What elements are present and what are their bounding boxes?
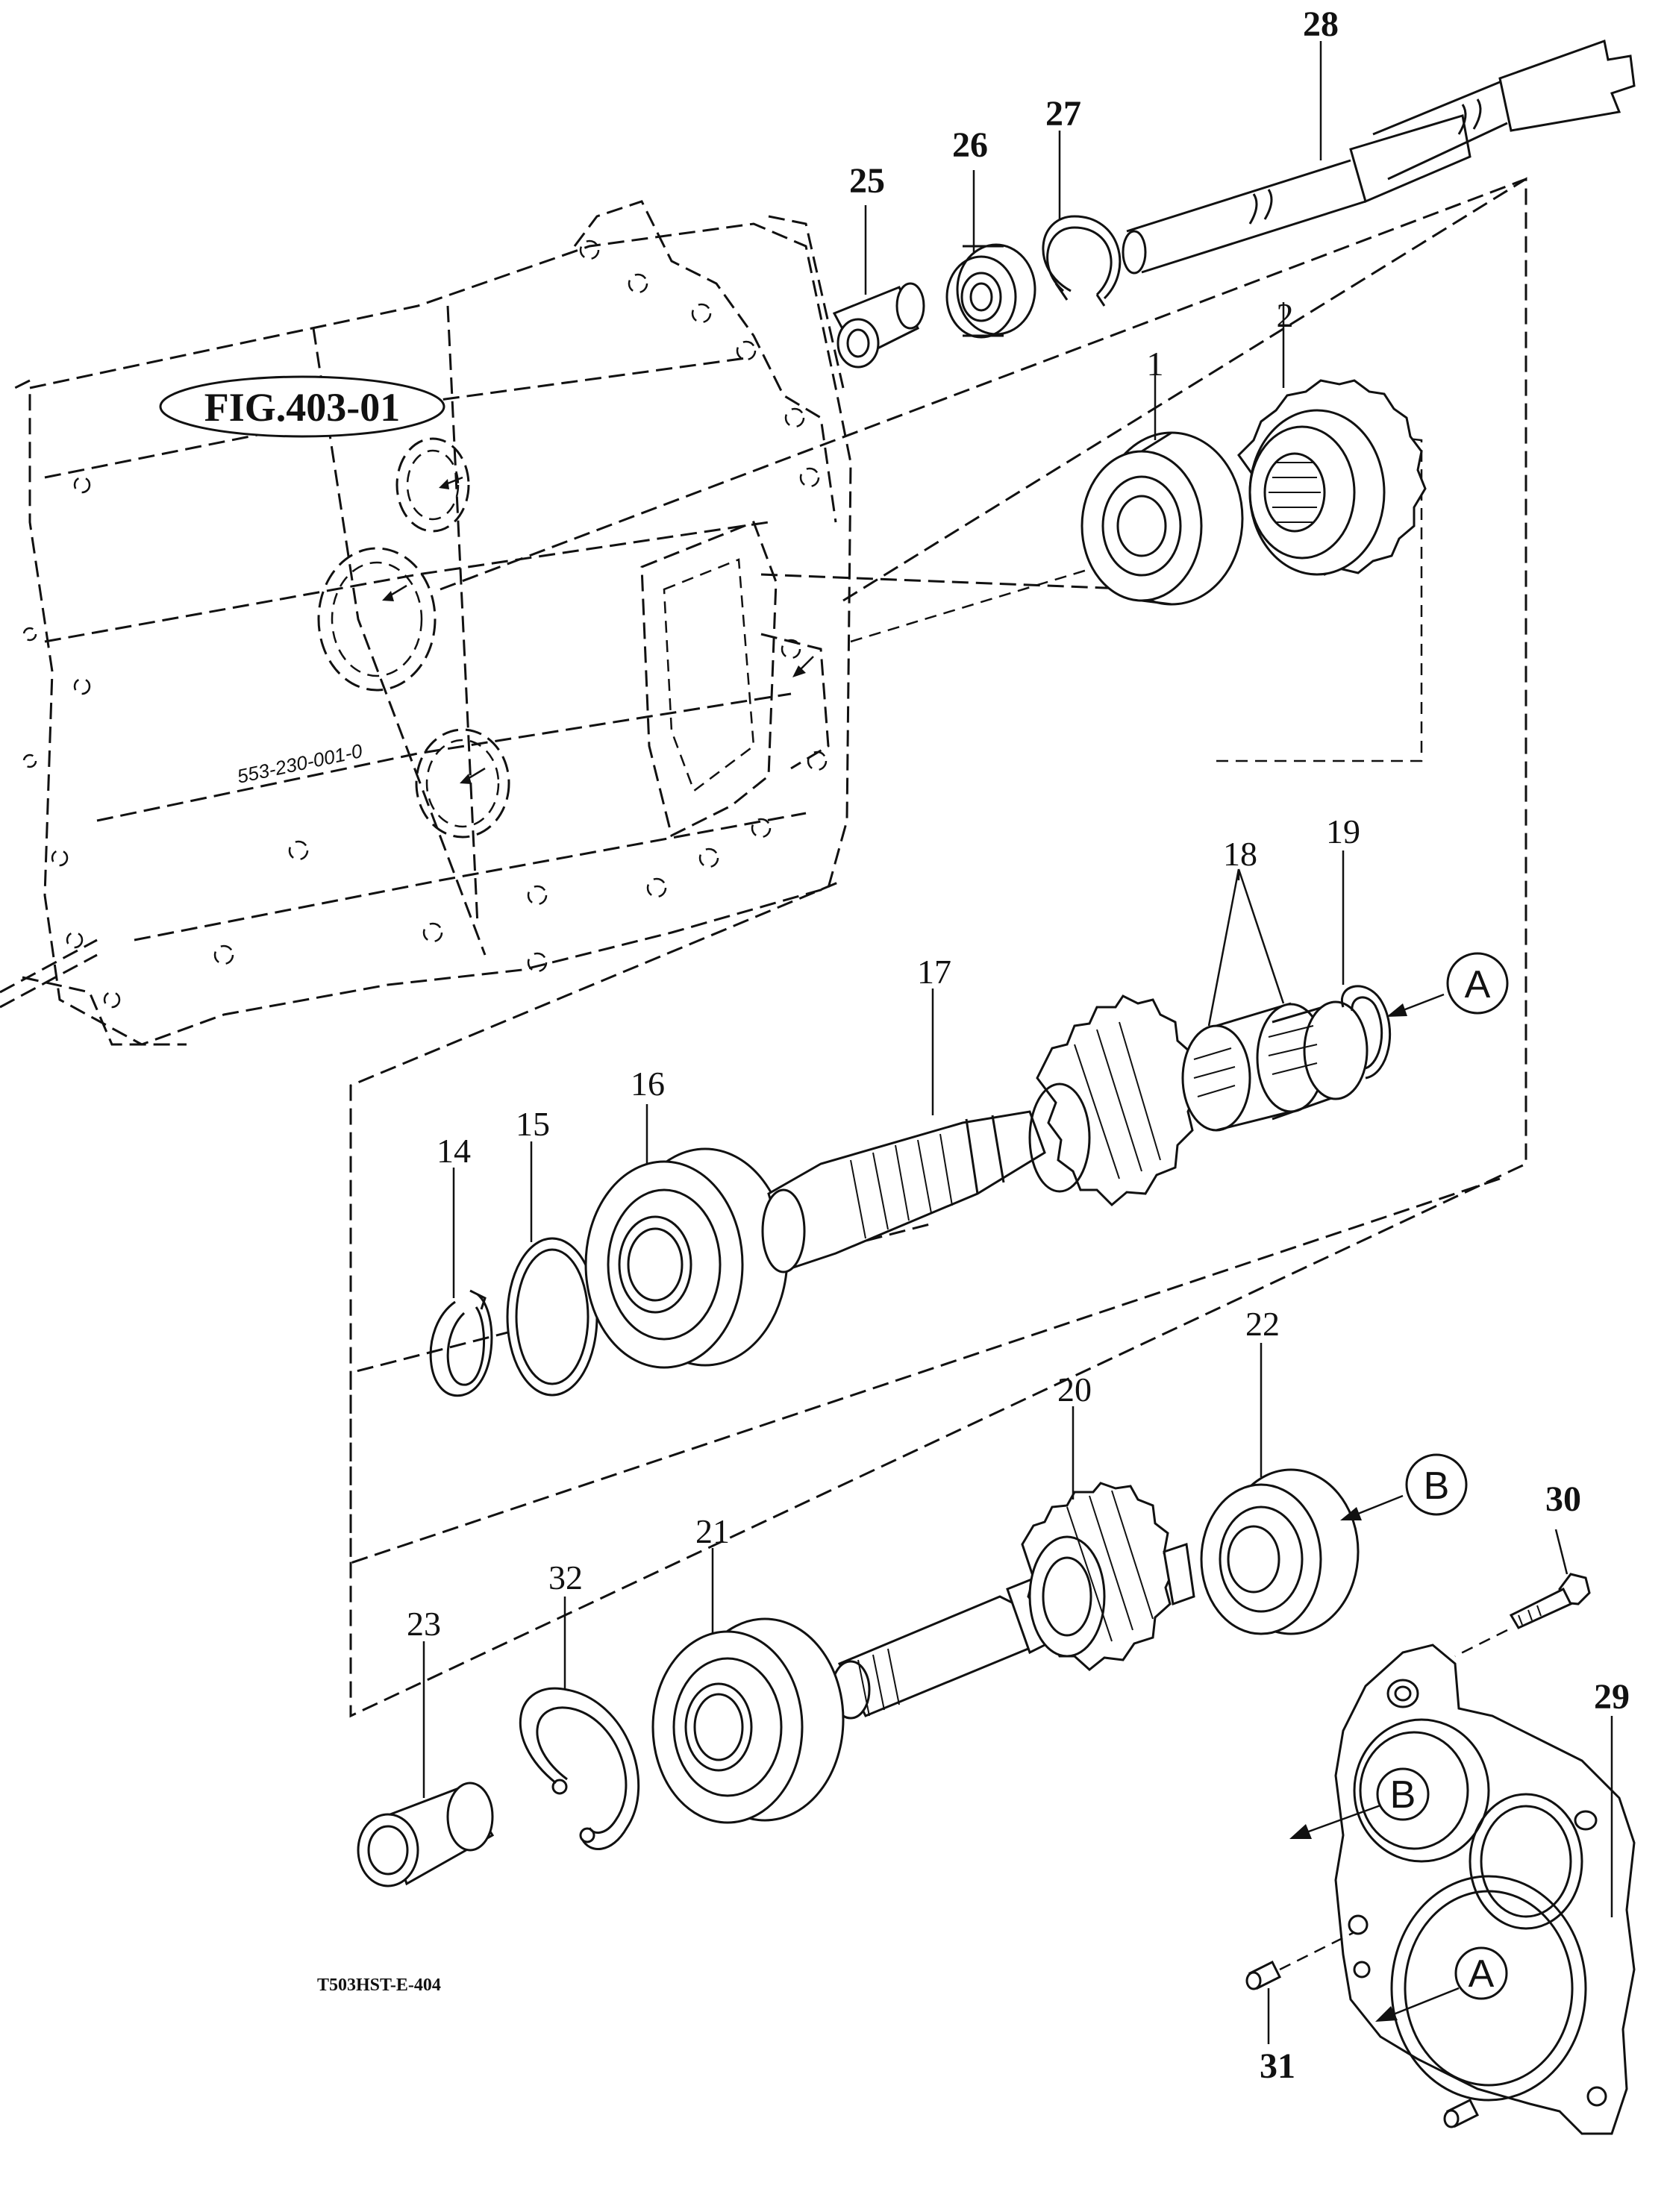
part-14-circlip xyxy=(429,1168,493,1397)
part-28-shaft xyxy=(1122,40,1636,275)
part-number-labels: 28 27 26 25 2 1 19 18 17 16 15 14 22 20 … xyxy=(407,4,1630,2086)
arrow-icon xyxy=(1386,993,1445,1017)
part-30-bolt xyxy=(1454,1529,1591,1658)
label-part-14[interactable]: 14 xyxy=(437,1132,471,1170)
reference-letter-b: B xyxy=(1424,1464,1450,1508)
label-part-20[interactable]: 20 xyxy=(1057,1370,1092,1409)
label-part-26[interactable]: 26 xyxy=(952,125,988,165)
part-20-gear-shaft xyxy=(831,1406,1195,1720)
arrow-icon xyxy=(1375,1987,1460,2022)
part-21-bearing xyxy=(651,1548,845,1824)
part-16-bearing xyxy=(584,1104,789,1369)
drawing-code: T503HST-E-404 xyxy=(317,1976,441,1995)
part-32-snap-ring xyxy=(519,1597,640,1850)
label-part-19[interactable]: 19 xyxy=(1326,812,1360,850)
part-2-gear xyxy=(1237,302,1427,576)
fig-reference-text: FIG.403-01 xyxy=(204,385,401,430)
part-29-retainer-plate xyxy=(1334,1644,1636,2135)
part-26-bearing xyxy=(945,170,1036,339)
arrow-icon xyxy=(1340,1494,1404,1520)
label-part-2[interactable]: 2 xyxy=(1277,296,1294,334)
reference-letter-b: B xyxy=(1390,1773,1416,1817)
part-25-bushing xyxy=(832,205,925,369)
reference-mark-b-upper: B xyxy=(1340,1453,1468,1520)
label-part-21[interactable]: 21 xyxy=(695,1512,730,1550)
reference-mark-a-plate: A xyxy=(1375,1946,1508,2022)
arrow-icon xyxy=(1289,1804,1381,1839)
part-15-washer xyxy=(506,1141,598,1397)
label-part-23[interactable]: 23 xyxy=(407,1605,441,1643)
part-31-dowel-pins xyxy=(1245,1931,1480,2128)
label-part-15[interactable]: 15 xyxy=(516,1105,550,1143)
label-part-25[interactable]: 25 xyxy=(849,161,885,201)
casting-number: 553-230-001-0 xyxy=(235,739,365,788)
part-23-bushing xyxy=(357,1641,495,1887)
label-part-32[interactable]: 32 xyxy=(548,1558,583,1597)
reference-mark-a-upper: A xyxy=(1386,952,1509,1017)
transmission-case: 553-230-001-0 xyxy=(0,200,852,1046)
reference-mark-b-plate: B xyxy=(1289,1767,1430,1839)
reference-letter-a: A xyxy=(1469,1952,1495,1996)
fig-reference-callout[interactable]: FIG.403-01 xyxy=(159,375,445,438)
label-part-28[interactable]: 28 xyxy=(1303,4,1339,44)
part-17-gear-shaft xyxy=(761,988,1199,1273)
part-19-snap-ring xyxy=(1340,850,1392,1080)
label-part-17[interactable]: 17 xyxy=(917,953,951,991)
label-part-16[interactable]: 16 xyxy=(631,1065,665,1103)
label-part-1[interactable]: 1 xyxy=(1147,345,1164,383)
label-part-30[interactable]: 30 xyxy=(1545,1479,1581,1519)
part-27-snap-ring xyxy=(1042,131,1122,307)
reference-letter-a: A xyxy=(1465,963,1491,1006)
label-part-31[interactable]: 31 xyxy=(1260,2046,1295,2086)
label-part-18[interactable]: 18 xyxy=(1223,835,1257,873)
part-1-bearing xyxy=(1080,354,1244,606)
label-part-29[interactable]: 29 xyxy=(1594,1677,1630,1717)
part-18-needle-bearings xyxy=(1181,868,1369,1132)
label-part-27[interactable]: 27 xyxy=(1045,94,1081,134)
label-part-22[interactable]: 22 xyxy=(1245,1305,1280,1343)
part-22-bearing xyxy=(1200,1343,1360,1635)
